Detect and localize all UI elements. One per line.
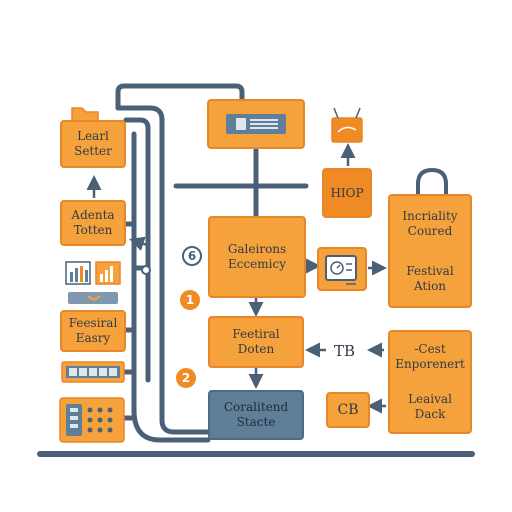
- bag-handle-icon: [416, 167, 448, 196]
- cest-box[interactable]: -Cest Enporenert Leaival Dack: [388, 330, 472, 434]
- slim-status-bar: [68, 292, 118, 304]
- festival-doten-label-1: Feetiral: [232, 327, 280, 341]
- galeirons-label-2: Eccemicy: [227, 257, 287, 271]
- adenta-label-2: Totten: [73, 223, 113, 237]
- galeirons-label-1: Galeirons: [227, 242, 287, 256]
- festival-doten-box[interactable]: Feetiral Doten: [208, 316, 304, 368]
- outer-pipe: [131, 131, 211, 443]
- adenta-label-1: Adenta: [71, 208, 115, 222]
- cb-label: CB: [337, 401, 359, 418]
- arrows: [86, 143, 387, 414]
- learn-setter-box[interactable]: Learl Setter: [60, 120, 126, 168]
- tb-label: TB: [334, 342, 356, 360]
- hiop-box[interactable]: HIOP: [322, 168, 372, 218]
- middle-pipe: [123, 117, 151, 383]
- step-badge-2: 2: [176, 368, 196, 388]
- coraltend-label-1: Coralitend: [223, 400, 289, 414]
- galeirons-box[interactable]: Galeirons Eccemicy: [208, 216, 306, 298]
- router-icon: [331, 117, 363, 143]
- coraltend-box[interactable]: Coralitend Stacte: [208, 390, 304, 440]
- festival-ation-label-2: Ation: [413, 278, 447, 293]
- cest-label-1: -Cest: [414, 342, 446, 356]
- adenta-totten-box[interactable]: Adenta Totten: [60, 200, 126, 246]
- top-loop-pipe: [115, 83, 245, 111]
- festival-doten-label-2: Doten: [237, 342, 275, 356]
- festival-easy-label-1: Feesiral: [68, 316, 118, 330]
- cb-box[interactable]: CB: [326, 392, 370, 428]
- festival-easy-label-2: Easry: [75, 331, 111, 345]
- arrow-small-diag: [129, 236, 151, 251]
- hiop-label: HIOP: [330, 185, 364, 200]
- festival-easy-box[interactable]: Feesiral Easry: [60, 310, 126, 352]
- leaival-label-2: Dack: [414, 407, 446, 421]
- pipe-lines: [37, 83, 475, 457]
- step-badge-1: 1: [180, 290, 200, 310]
- learn-setter-label-2: Setter: [74, 144, 112, 158]
- cest-label-2: Enporenert: [395, 357, 465, 371]
- coraltend-label-2: Stacte: [236, 415, 276, 429]
- monitor-icon: [325, 255, 357, 281]
- incriality-box[interactable]: Incriality Coured Festival Ation: [388, 194, 472, 308]
- leaival-label-1: Leaival: [408, 392, 452, 406]
- inner-pipe: [115, 105, 213, 435]
- incriality-label-1: Incriality: [402, 208, 458, 223]
- incriality-label-2: Coured: [407, 223, 453, 238]
- festival-ation-label-1: Festival: [406, 263, 454, 278]
- learn-setter-label-1: Learl: [77, 129, 109, 143]
- junction-node: [141, 265, 151, 275]
- step-badge-6: 6: [182, 246, 202, 266]
